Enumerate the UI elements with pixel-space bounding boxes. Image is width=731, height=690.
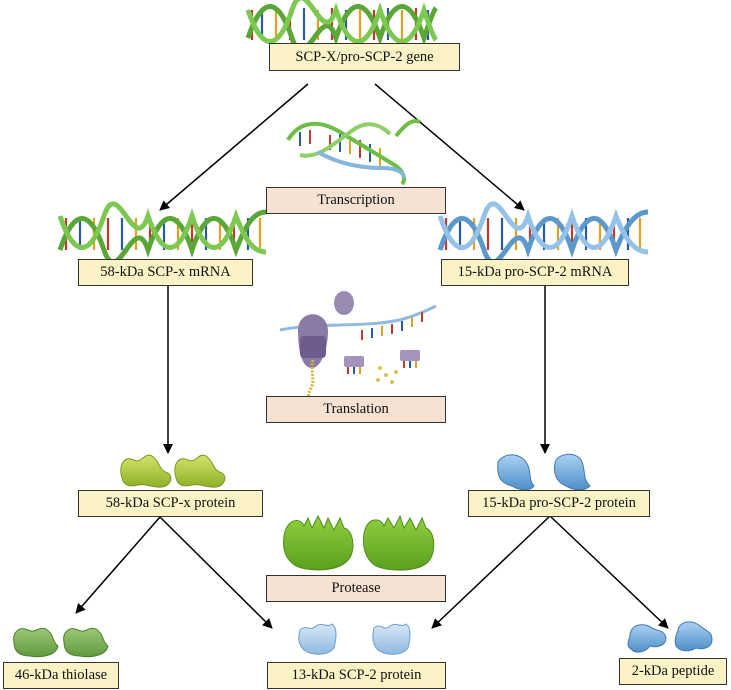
arrow-gene-to-right-mrna [374, 83, 525, 211]
left-mrna-label: 58-kDa SCP-x mRNA [78, 259, 253, 286]
scp2-protein-label: 13-kDa SCP-2 protein [267, 662, 446, 689]
left-protein-label: 58-kDa SCP-x protein [78, 490, 263, 517]
thiolase-label: 46-kDa thiolase [3, 662, 119, 689]
peptide-label: 2-kDa peptide [619, 658, 727, 685]
arrow-right-protein-to-scp2 [431, 515, 551, 629]
translation-label: Translation [266, 396, 446, 423]
arrow-right-protein-to-peptide [549, 515, 669, 629]
protease-icon [283, 514, 435, 571]
protein-icon [120, 454, 226, 488]
dna-helix-icon [57, 201, 267, 265]
protein-icon [627, 621, 713, 653]
protein-icon [497, 453, 591, 491]
dna-helix-icon [245, 0, 438, 53]
arrow-left-protein-to-thiolase [75, 516, 161, 614]
transcription-label: Transcription [266, 187, 446, 214]
gene-label: SCP-X/pro-SCP-2 gene [269, 43, 460, 71]
right-protein-label: 15-kDa pro-SCP-2 protein [468, 490, 650, 517]
ribosome-icon [279, 291, 437, 411]
flow-arrows [75, 83, 669, 629]
protease-label: Protease [266, 575, 446, 602]
arrow-left-protein-to-scp2 [159, 516, 273, 629]
dna-helix-icon [437, 201, 649, 265]
right-mrna-label: 15-kDa pro-SCP-2 mRNA [441, 259, 629, 286]
protein-icon [298, 623, 411, 655]
transcription-icon [286, 119, 421, 186]
protein-icon [13, 627, 109, 658]
arrow-gene-to-left-mrna [159, 83, 309, 211]
